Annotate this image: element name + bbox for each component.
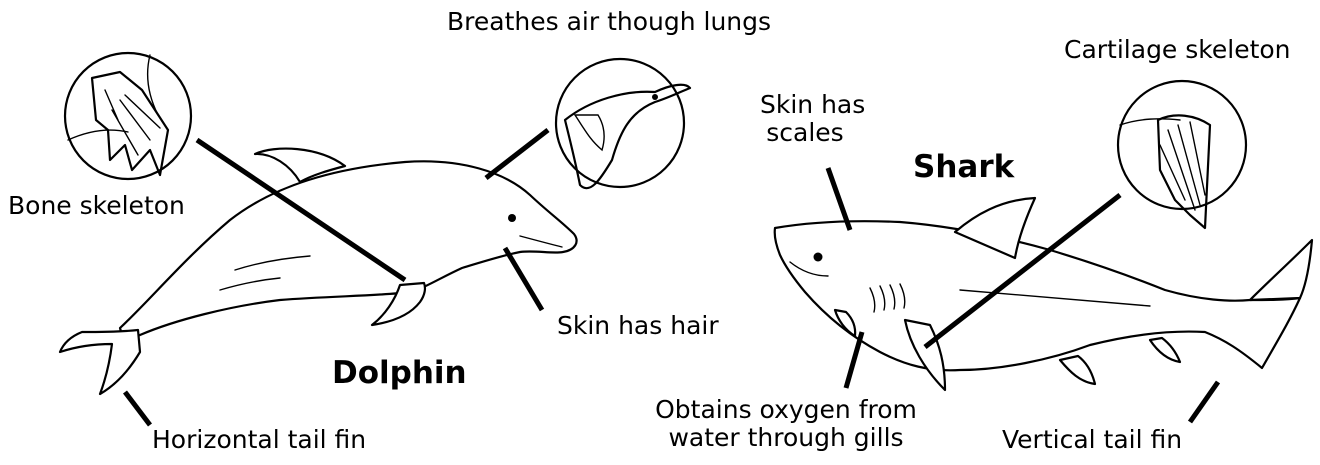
shark-title: Shark [913,150,1014,185]
shark-body [775,221,1300,370]
label-cartilage-skeleton: Cartilage skeleton [1064,36,1291,64]
label-skin-scales-line1: Skin has [760,91,850,119]
label-bone-skeleton: Bone skeleton [8,192,185,220]
leader-gills [846,332,862,388]
leader-hair [505,248,542,310]
label-skin-scales: Skin has scales [760,91,850,147]
label-skin-scales-line2: scales [760,119,850,147]
leader-shark-tail [1190,382,1218,422]
label-obtains-oxygen-line1: Obtains oxygen from [652,396,920,424]
shark-eye [814,253,823,262]
label-skin-hair: Skin has hair [557,312,719,340]
dolphin-tail-flukes [60,330,140,394]
leader-dolphin-tail [125,392,150,425]
label-breathes-air: Breathes air though lungs [447,8,771,36]
leader-breathes [486,130,548,178]
dolphin-illustration [60,149,577,394]
label-vertical-tail-fin: Vertical tail fin [1002,426,1182,454]
label-obtains-oxygen: Obtains oxygen from water through gills [652,396,920,452]
dolphin-title: Dolphin [332,356,467,391]
bone-skeleton-inset [65,53,191,179]
label-obtains-oxygen-line2: water through gills [652,424,920,452]
dolphin-eye [508,214,516,222]
lungs-inset [556,59,690,188]
cartilage-skeleton-inset [1118,81,1246,228]
label-horizontal-tail-fin: Horizontal tail fin [152,426,366,454]
